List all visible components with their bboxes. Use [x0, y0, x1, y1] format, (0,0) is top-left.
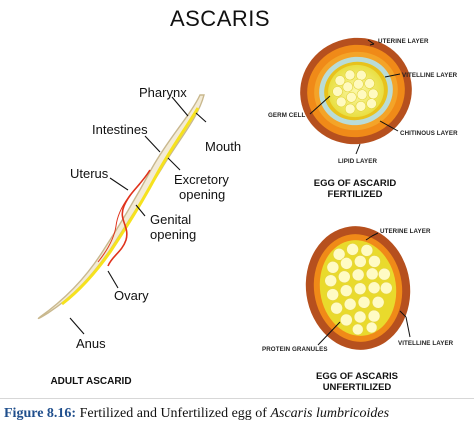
label-germ-cell: GERM CELL — [268, 112, 306, 119]
unfertilized-egg — [305, 226, 411, 350]
worm-leader-lines — [69, 96, 207, 335]
label-uterus: Uterus — [70, 166, 109, 181]
fertilized-egg — [300, 37, 412, 145]
page-title: ASCARIS — [169, 6, 271, 31]
label-excretory: Excretory — [174, 172, 229, 187]
caption-divider — [0, 398, 474, 399]
label-ovary: Ovary — [114, 288, 149, 303]
intestine — [61, 107, 200, 306]
fertilized-leader-lines — [309, 39, 401, 155]
label-protein-granules: PROTEIN GRANULES — [262, 346, 328, 353]
label-fert-uterine-layer: UTERINE LAYER — [378, 38, 429, 45]
heading-fertilized-line1: EGG OF ASCARID — [313, 178, 397, 189]
label-chitinous-layer: CHITINOUS LAYER — [400, 130, 458, 137]
label-pharynx: Pharynx — [139, 85, 187, 100]
protein-granules — [324, 243, 393, 336]
adult-ascarid-worm — [37, 94, 205, 320]
label-fert-vitelline-layer: VITELLINE LAYER — [402, 72, 458, 79]
label-anus: Anus — [76, 336, 106, 351]
label-lipid-layer: LIPID LAYER — [338, 158, 378, 165]
heading-fertilized-line2: FERTILIZED — [327, 189, 383, 200]
heading-adult-ascarid: ADULT ASCARID — [50, 376, 132, 387]
label-intestines: Intestines — [92, 122, 148, 137]
label-unfert-uterine-layer: UTERINE LAYER — [380, 228, 431, 235]
unfertilized-leader-lines — [317, 232, 411, 346]
caption-text: Fertilized and Unfertilized egg of — [79, 406, 267, 421]
label-mouth: Mouth — [205, 139, 242, 154]
ovary-tube — [97, 183, 141, 263]
label-genital-opening: opening — [150, 227, 197, 242]
label-excretory-opening: opening — [179, 187, 226, 202]
caption-figure-number: Figure 8.16: — [4, 406, 77, 421]
label-genital: Genital — [150, 212, 192, 227]
figure-caption: Figure 8.16: Fertilized and Unfertilized… — [4, 406, 389, 422]
germ-granules — [332, 69, 379, 115]
heading-unfertilized-line1: EGG OF ASCARIS — [316, 371, 398, 382]
caption-species: Ascaris lumbricoides — [270, 406, 390, 421]
heading-unfertilized-line2: UNFERTILIZED — [322, 382, 392, 393]
label-unfert-vitelline-layer: VITELLINE LAYER — [398, 340, 454, 347]
